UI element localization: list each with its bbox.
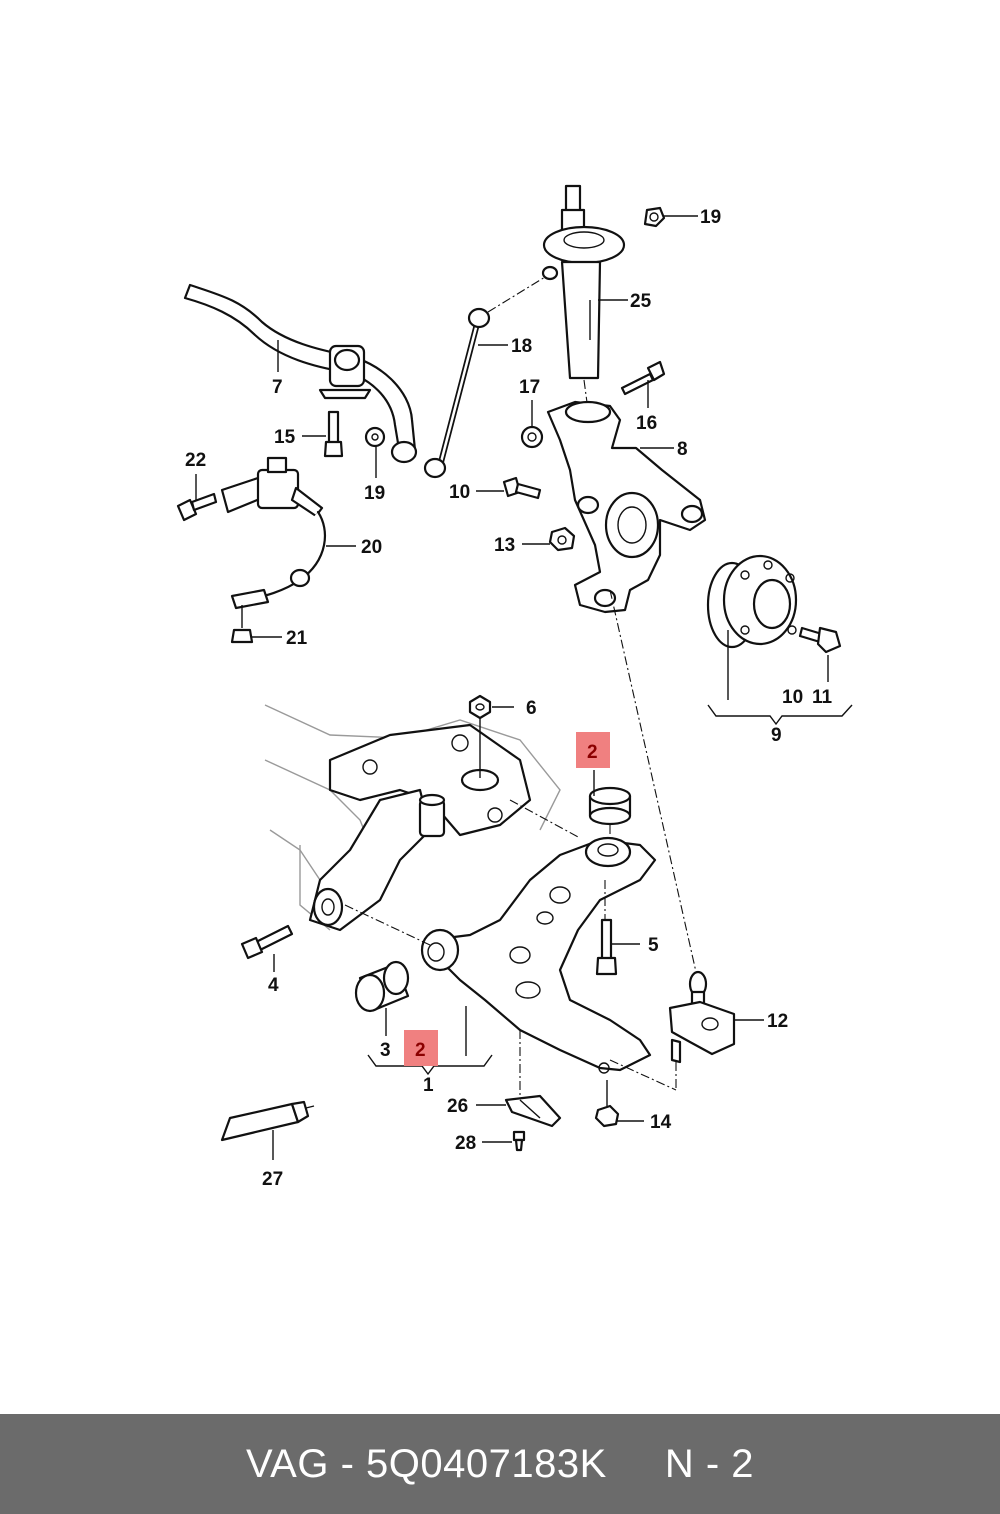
part-number: 5Q0407183K <box>366 1441 607 1486</box>
label-25: 25 <box>630 291 652 312</box>
label-28: 28 <box>455 1133 476 1154</box>
label-27: 27 <box>262 1169 283 1190</box>
strut <box>541 184 626 411</box>
nut-13 <box>548 526 576 552</box>
wheel-bearing-housing <box>546 400 707 614</box>
label-14: 14 <box>650 1112 672 1133</box>
highlight-box-bottom <box>404 1030 438 1066</box>
label-15: 15 <box>274 427 296 448</box>
count-label: N - 2 <box>664 1441 755 1486</box>
nut-17 <box>520 425 544 449</box>
bolt-4 <box>240 924 294 960</box>
screw-28 <box>512 1130 526 1152</box>
footer-separator: - <box>340 1441 355 1486</box>
label-3: 3 <box>380 1040 391 1061</box>
label-19-lower: 19 <box>364 483 385 504</box>
label-12: 12 <box>767 1011 788 1032</box>
level-sender <box>220 456 327 610</box>
nut-19-lower <box>364 426 386 448</box>
bolt-22 <box>176 492 218 522</box>
subframe <box>264 704 561 932</box>
label-19-top: 19 <box>700 207 721 228</box>
grease-tube <box>220 1100 315 1142</box>
nut-21 <box>230 605 254 644</box>
label-20: 20 <box>361 537 382 558</box>
nut-6 <box>468 694 492 778</box>
leader-lines <box>195 215 853 1160</box>
label-10-upper: 10 <box>449 482 470 503</box>
bolt-10-upper <box>502 476 542 500</box>
parts-diagram: 19 25 18 7 17 16 8 15 22 19 10 20 13 21 … <box>176 184 853 1190</box>
footer-text: VAG - 5Q0407183K N - 2 <box>246 1442 754 1487</box>
label-21: 21 <box>286 628 308 649</box>
label-9: 9 <box>771 725 782 746</box>
bolt-16 <box>620 360 666 396</box>
label-17: 17 <box>519 377 540 398</box>
bracket-26 <box>504 1094 562 1128</box>
brand-name: VAG <box>245 1441 329 1486</box>
stabilizer-bar <box>183 283 418 464</box>
label-10-lower: 10 <box>782 687 803 708</box>
label-13: 13 <box>494 535 515 556</box>
bolt-11 <box>798 626 842 654</box>
label-5: 5 <box>648 935 659 956</box>
nut-19-top <box>643 206 666 228</box>
bushing-3 <box>354 960 410 1013</box>
bushing-2-top <box>588 786 632 826</box>
coupling-rod <box>423 273 551 479</box>
label-7: 7 <box>272 377 283 398</box>
part-number-footer: VAG - 5Q0407183K N - 2 <box>0 1414 1000 1514</box>
label-18: 18 <box>511 336 532 357</box>
ball-joint <box>668 970 736 1064</box>
label-16: 16 <box>636 413 657 434</box>
wheel-hub <box>706 554 798 649</box>
label-4: 4 <box>268 975 279 996</box>
nut-14 <box>594 1080 620 1128</box>
bolt-15 <box>323 410 344 458</box>
wishbone <box>420 836 657 1074</box>
bolt-5 <box>595 918 618 976</box>
label-26: 26 <box>447 1096 468 1117</box>
label-1: 1 <box>423 1075 434 1096</box>
label-6: 6 <box>526 698 537 719</box>
label-8: 8 <box>677 439 688 460</box>
label-2-top: 2 <box>587 742 598 763</box>
label-2-bottom: 2 <box>415 1040 426 1061</box>
label-22: 22 <box>185 450 206 471</box>
label-11: 11 <box>812 687 833 708</box>
highlight-box-top <box>576 732 610 768</box>
